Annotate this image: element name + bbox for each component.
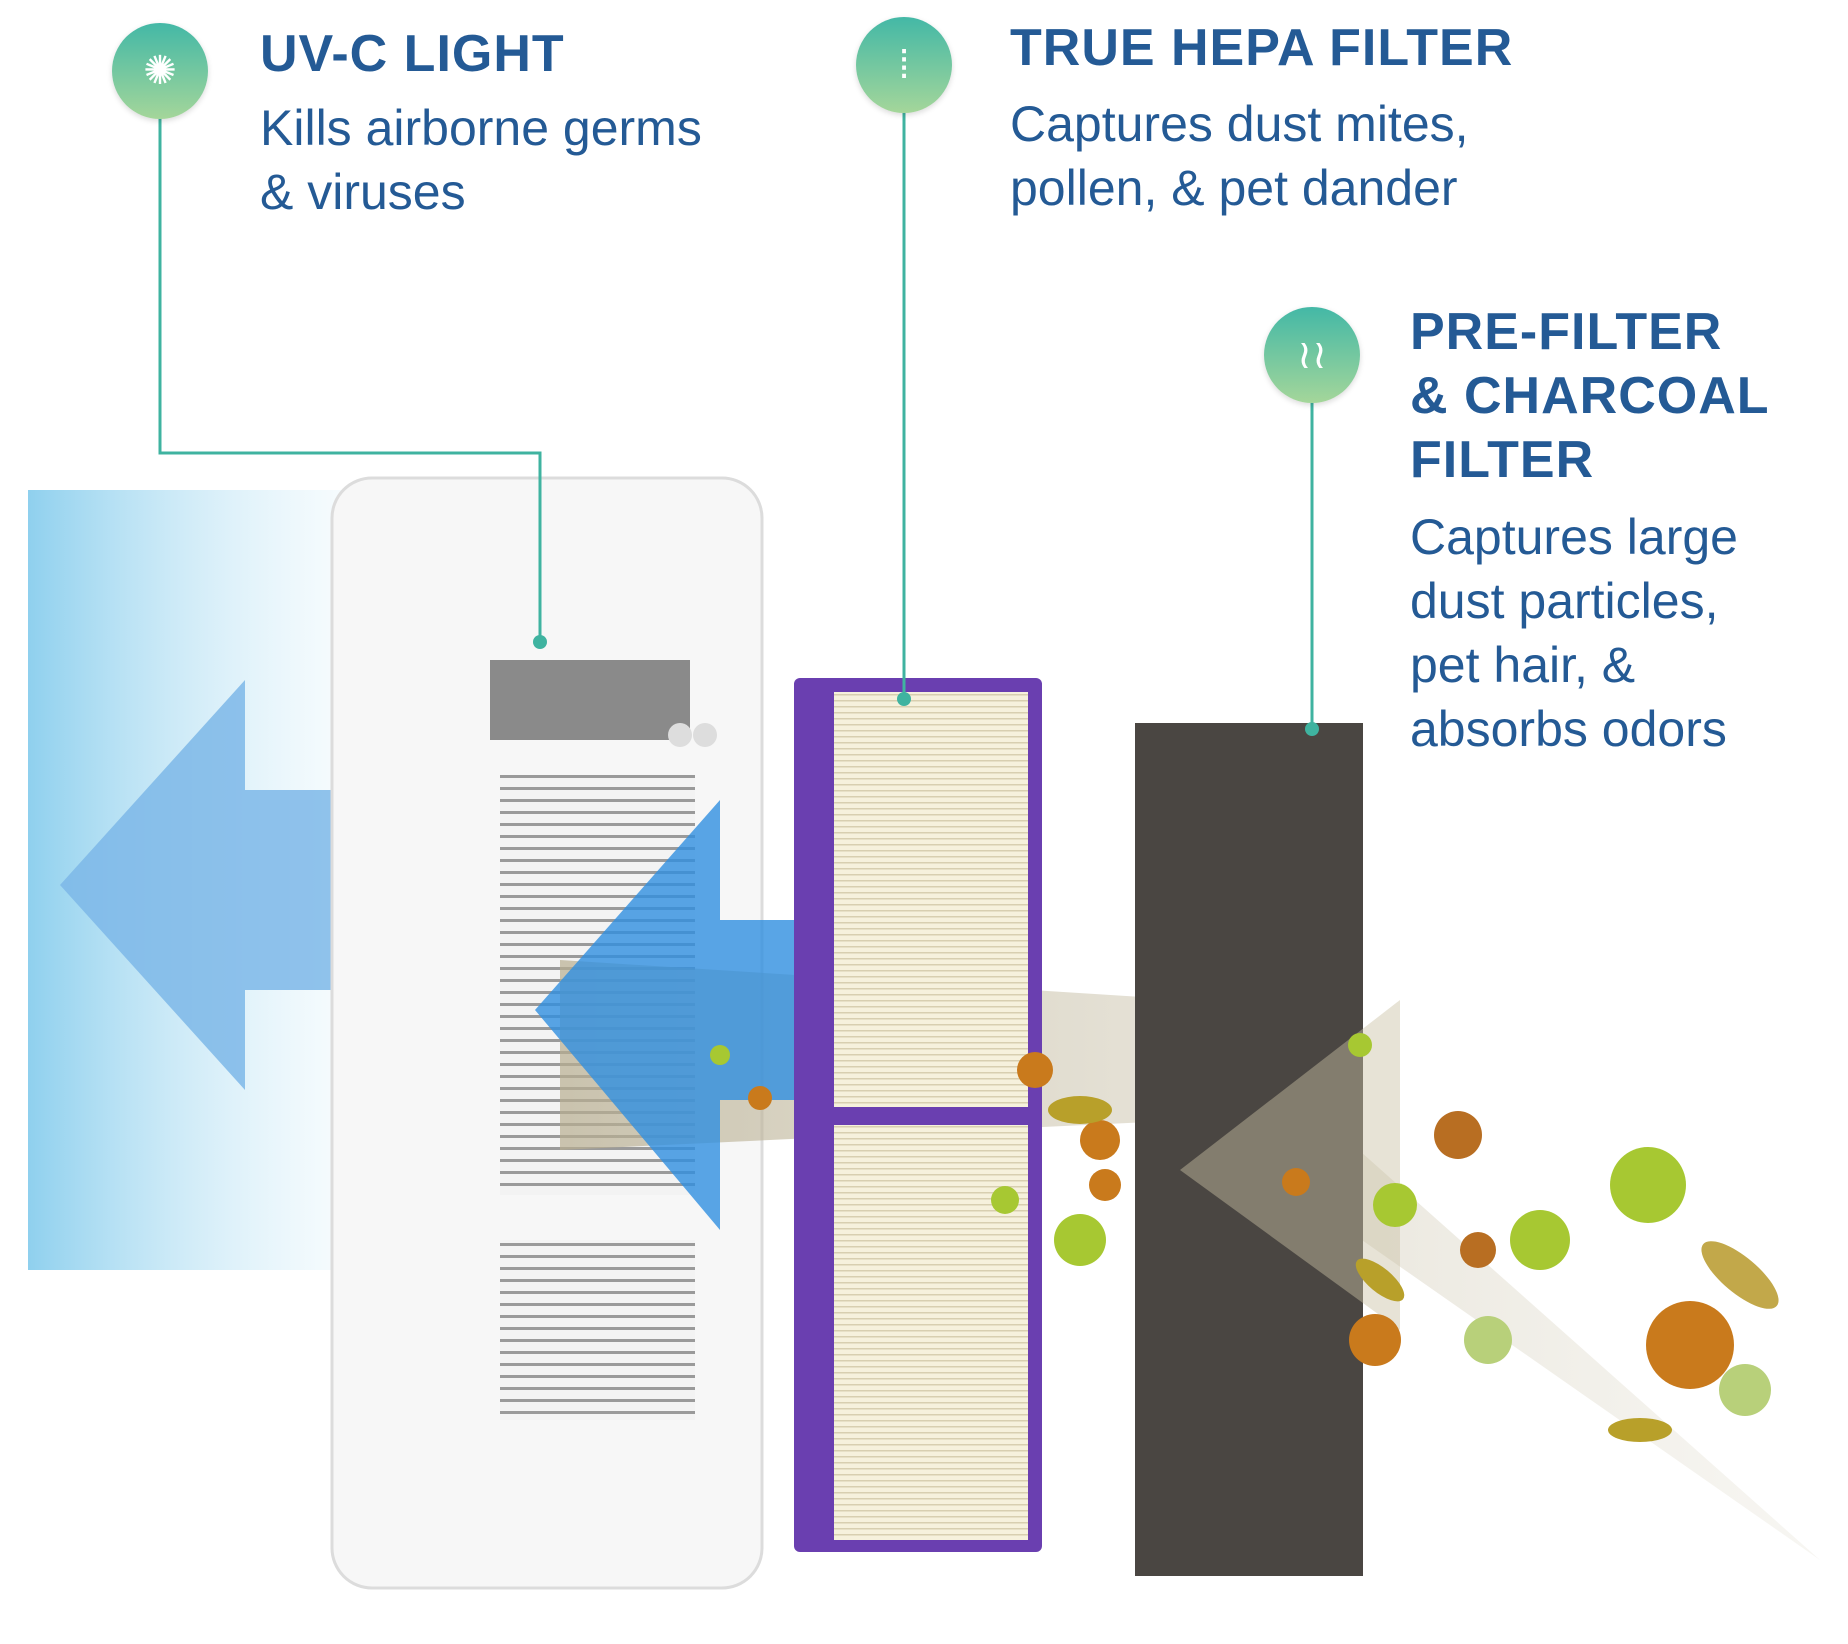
filtered-air-arrow [535,800,800,1230]
purifier-grille-lower [500,1240,695,1420]
particles [710,1033,1779,1442]
desc-line: Captures dust mites, [1010,96,1469,152]
uv-c-description: Kills airborne germs & viruses [260,96,702,224]
prefilter-title: PRE-FILTER & CHARCOAL FILTER [1410,300,1770,492]
hepa-description: Captures dust mites, pollen, & pet dande… [1010,92,1469,220]
hepa-filter-pleats-lower [834,1125,1028,1540]
desc-line: Kills airborne germs [260,100,702,156]
title-line: PRE-FILTER [1410,303,1723,361]
desc-line: pet hair, & [1410,637,1636,693]
title-line: UV-C LIGHT [260,25,565,83]
uv-c-title: UV-C LIGHT [260,22,565,86]
title-line: & CHARCOAL [1410,367,1770,425]
particles-filter-icon: ⁞ [856,17,952,113]
odor-icon: ≀≀ [1264,307,1360,403]
callout-lines [158,113,1314,729]
hepa-title: TRUE HEPA FILTER [1010,16,1513,80]
virus-icon: ✺ [112,23,208,119]
prefilter-description: Captures large dust particles, pet hair,… [1410,505,1738,761]
charcoal-filter [1135,723,1363,1576]
hepa-filter-pleats-upper [834,692,1028,1107]
desc-line: absorbs odors [1410,701,1727,757]
title-line: TRUE HEPA FILTER [1010,19,1514,77]
desc-line: & viruses [260,164,466,220]
title-line: FILTER [1410,431,1595,489]
uv-c-lamp [490,660,690,740]
desc-line: dust particles, [1410,573,1719,629]
desc-line: pollen, & pet dander [1010,160,1458,216]
desc-line: Captures large [1410,509,1738,565]
